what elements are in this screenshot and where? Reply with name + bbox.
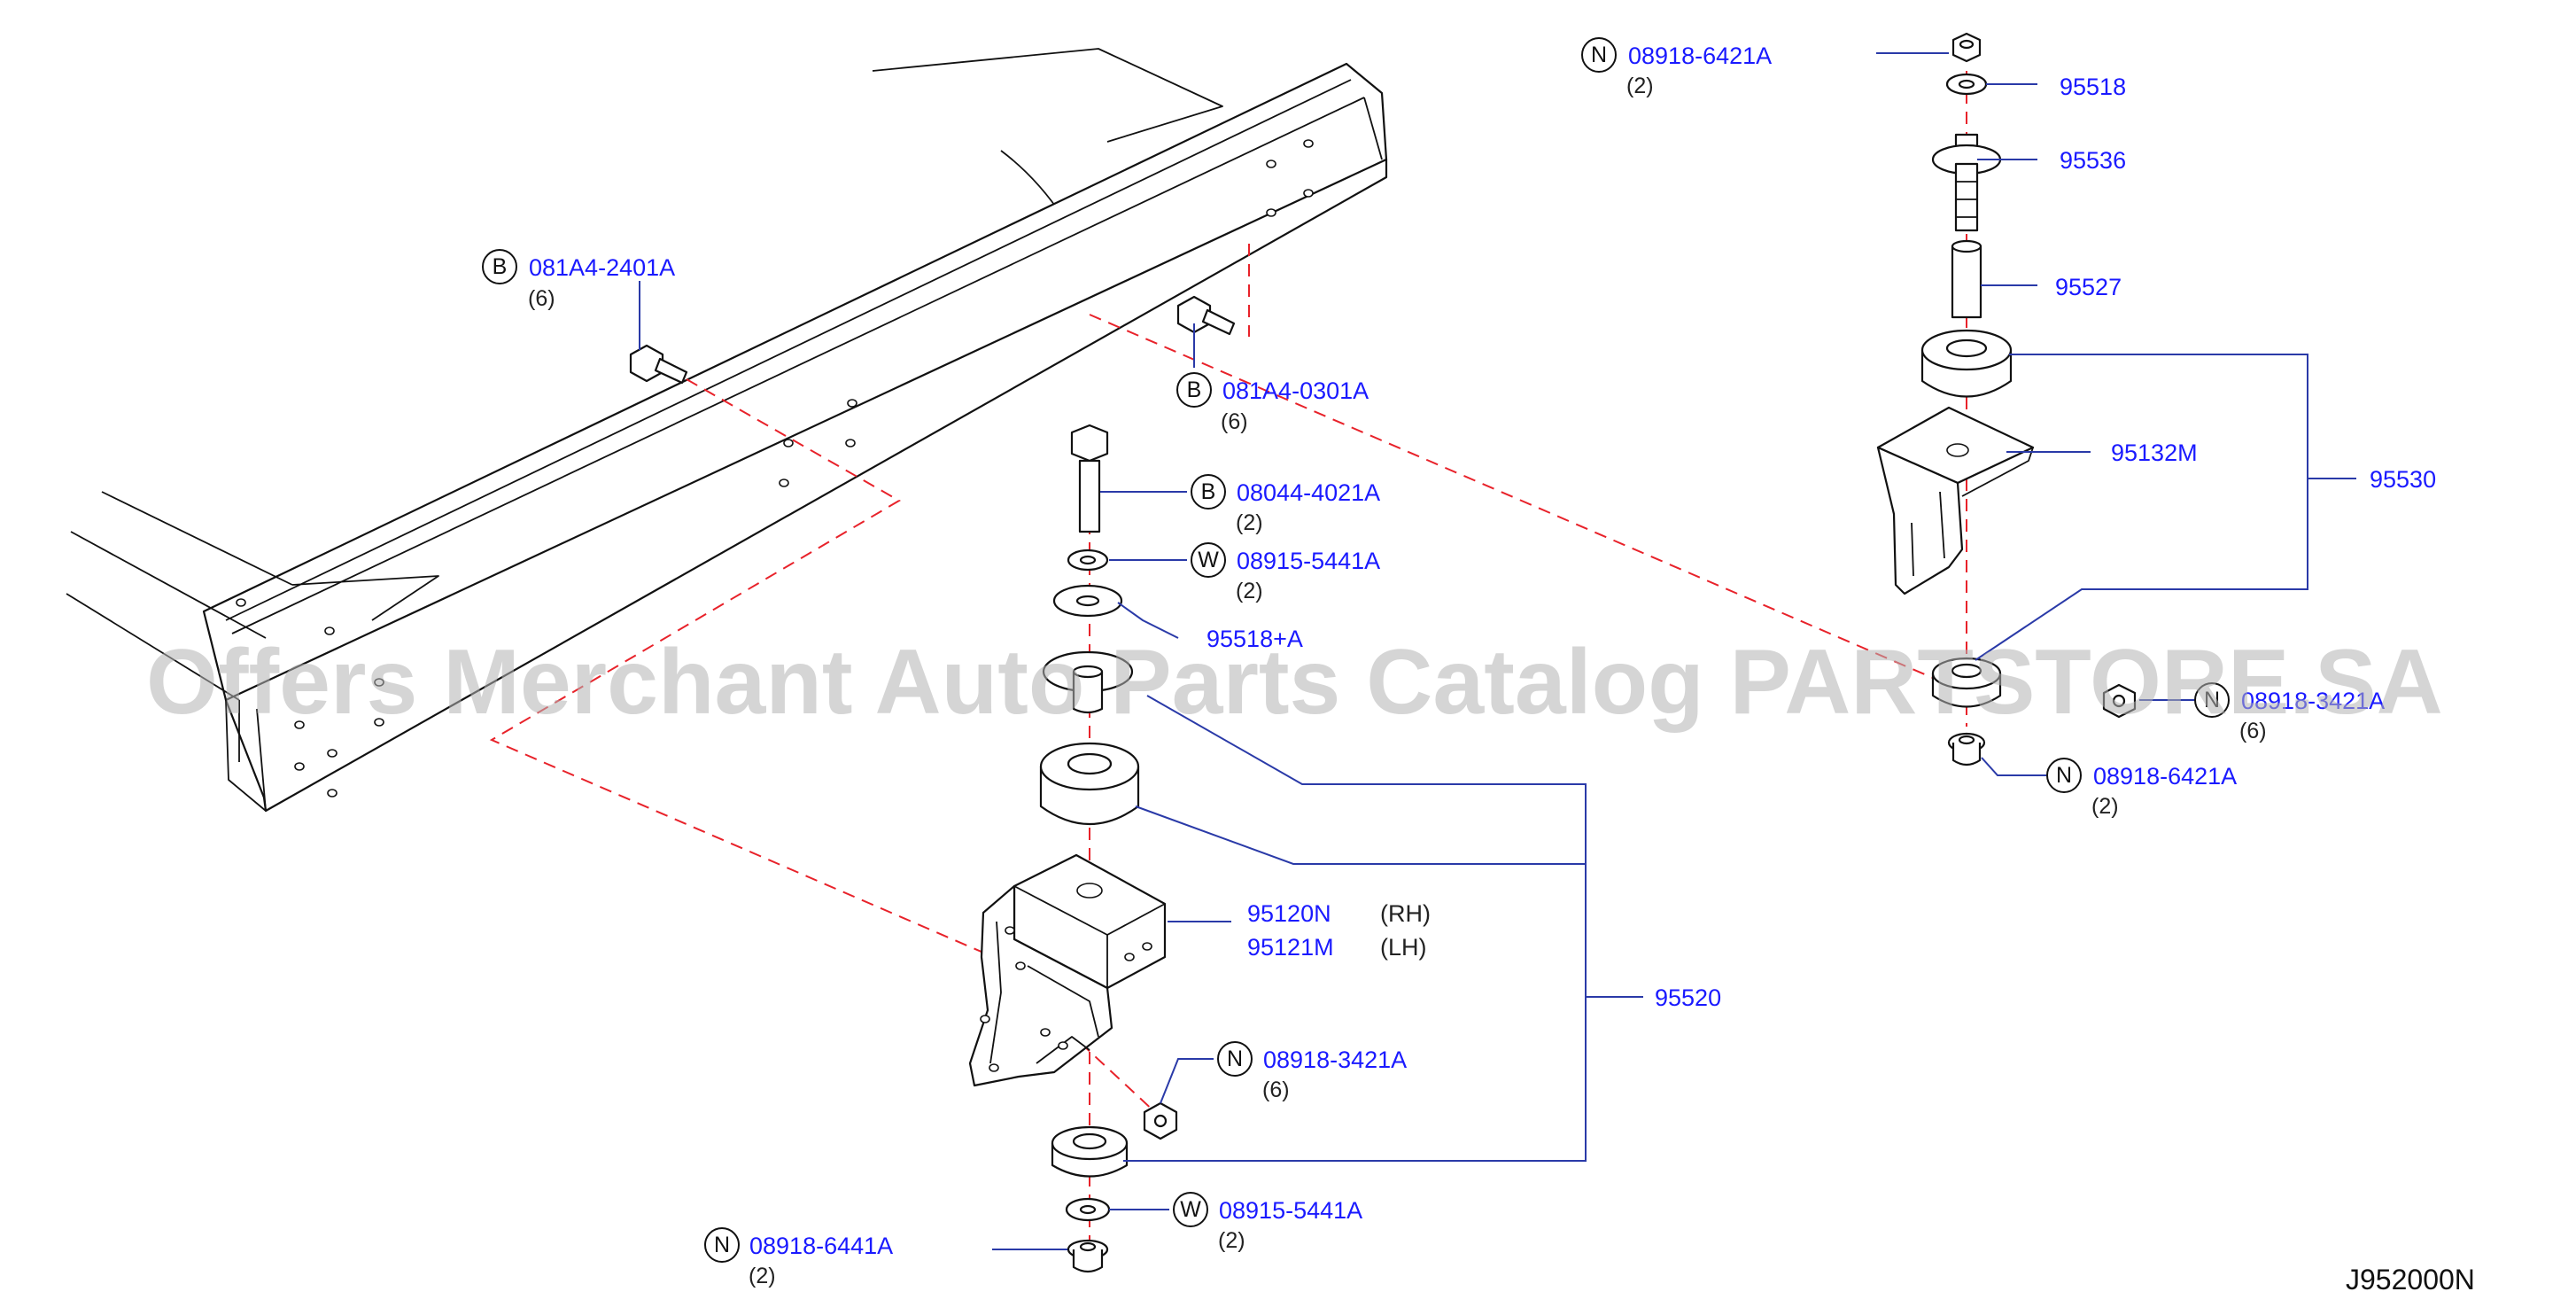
left-mount-parts bbox=[629, 295, 1236, 1273]
callout-symbol-circle bbox=[1217, 1041, 1253, 1077]
callout-95536[interactable]: 95536 bbox=[2060, 147, 2126, 174]
part-number[interactable]: 08044-4021A bbox=[1237, 479, 1380, 506]
quantity: (2) bbox=[1626, 74, 1654, 98]
callout-symbol-circle bbox=[1173, 1192, 1208, 1227]
quantity: (6) bbox=[528, 286, 555, 311]
callout-symbol: W bbox=[1180, 1197, 1201, 1222]
part-number-rh[interactable]: 95120N bbox=[1247, 900, 1331, 927]
callout-95518[interactable]: 95518 bbox=[2060, 74, 2126, 100]
callout-symbol-circle bbox=[482, 249, 517, 284]
lower-insulator-icon bbox=[1051, 1125, 1129, 1178]
quantity: (6) bbox=[1262, 1078, 1290, 1102]
part-number[interactable]: 081A4-0301A bbox=[1222, 377, 1369, 404]
quantity: (2) bbox=[1236, 579, 1263, 603]
flange-nut-icon bbox=[1067, 1239, 1109, 1273]
flange-nut-icon bbox=[1951, 32, 1982, 63]
callout-08918-6421a-bottom[interactable]: N 08918-6421A (2) bbox=[2046, 758, 2237, 819]
part-number[interactable]: 08918-3421A bbox=[1263, 1047, 1407, 1073]
washer-icon bbox=[1065, 1197, 1111, 1222]
callout-95527[interactable]: 95527 bbox=[2055, 274, 2122, 300]
callout-symbol: B bbox=[493, 254, 508, 279]
washer-icon bbox=[1945, 73, 1988, 96]
callout-symbol-circle bbox=[1191, 474, 1226, 510]
part-number[interactable]: 95518+A bbox=[1207, 626, 1303, 652]
callout-081a4-0301a[interactable]: B 081A4-0301A (6) bbox=[1176, 372, 1369, 434]
callout-symbol-circle bbox=[1176, 372, 1212, 408]
flange-nut-icon bbox=[2102, 683, 2137, 719]
callout-symbol: N bbox=[1591, 43, 1607, 67]
part-number-lh[interactable]: 95121M bbox=[1247, 934, 1334, 961]
callout-08044-4021a[interactable]: B 08044-4021A (2) bbox=[1191, 474, 1380, 535]
mount-bracket-icon bbox=[1876, 406, 2035, 595]
callout-95518a[interactable]: 95518+A bbox=[1207, 626, 1303, 652]
callout-symbol-circle bbox=[704, 1227, 740, 1263]
callout-symbol-circle bbox=[2046, 758, 2082, 793]
callout-08918-6421a-top[interactable]: N 08918-6421A (2) bbox=[1581, 37, 1772, 98]
part-number[interactable]: 95527 bbox=[2055, 274, 2122, 300]
part-number[interactable]: 95536 bbox=[2060, 147, 2126, 174]
part-number[interactable]: 95520 bbox=[1655, 984, 1721, 1011]
quantity: (2) bbox=[2091, 794, 2119, 819]
upper-insulator-icon bbox=[1039, 742, 1140, 826]
callout-08918-3421a-left[interactable]: N 08918-3421A (6) bbox=[1217, 1041, 1407, 1102]
callout-95530[interactable]: 95530 bbox=[2370, 466, 2436, 493]
part-number[interactable]: 08918-3421A bbox=[2241, 688, 2385, 714]
mount-bracket-icon bbox=[968, 853, 1167, 1087]
callout-symbol: N bbox=[714, 1233, 730, 1257]
part-number[interactable]: 08915-5441A bbox=[1237, 548, 1380, 574]
callout-symbol: B bbox=[1187, 377, 1202, 402]
part-number[interactable]: 08918-6441A bbox=[749, 1233, 893, 1259]
callout-08915-5441a-upper[interactable]: W 08915-5441A (2) bbox=[1191, 542, 1380, 603]
quantity: (6) bbox=[2239, 719, 2267, 743]
frame-rail bbox=[66, 48, 1388, 813]
part-number[interactable]: 95530 bbox=[2370, 466, 2436, 493]
callout-symbol: N bbox=[2204, 688, 2220, 712]
callout-symbol: N bbox=[1227, 1047, 1243, 1071]
callout-95132m[interactable]: 95132M bbox=[2111, 440, 2198, 466]
flange-nut-icon bbox=[1947, 732, 1986, 766]
part-number[interactable]: 081A4-2401A bbox=[529, 254, 675, 281]
callout-08918-6441a[interactable]: N 08918-6441A (2) bbox=[704, 1227, 893, 1288]
side-rh: (RH) bbox=[1380, 900, 1431, 927]
quantity: (2) bbox=[1236, 510, 1263, 535]
quantity: (6) bbox=[1221, 409, 1248, 434]
part-number[interactable]: 08918-6421A bbox=[2093, 763, 2237, 790]
large-washer-icon bbox=[1052, 584, 1123, 618]
callout-95120n-95121m[interactable]: 95120N (RH) 95121M (LH) bbox=[1247, 900, 1431, 961]
part-number[interactable]: 95132M bbox=[2111, 440, 2198, 466]
callout-08915-5441a-lower[interactable]: W 08915-5441A (2) bbox=[1173, 1192, 1362, 1253]
callout-symbol-circle bbox=[1191, 542, 1226, 578]
quantity: (2) bbox=[1218, 1228, 1245, 1253]
part-number[interactable]: 08915-5441A bbox=[1219, 1197, 1362, 1224]
diagram-reference: J952000N bbox=[2346, 1264, 2475, 1296]
callout-081a4-2401a[interactable]: B 081A4-2401A (6) bbox=[482, 249, 675, 311]
upper-insulator-icon bbox=[1920, 329, 2013, 398]
mount-bolt-icon bbox=[1070, 424, 1109, 533]
callout-symbol-circle bbox=[2194, 682, 2230, 718]
washer-icon bbox=[1067, 549, 1109, 572]
sleeve-icon bbox=[1951, 239, 1982, 319]
sleeve-washer-icon bbox=[1042, 650, 1134, 714]
flange-nut-icon bbox=[1143, 1101, 1178, 1140]
flange-bolt-icon bbox=[629, 344, 688, 385]
callout-95520[interactable]: 95520 bbox=[1655, 984, 1721, 1011]
lower-insulator-icon bbox=[1931, 657, 2002, 708]
right-mount-parts bbox=[1876, 32, 2137, 766]
flange-bolt-icon bbox=[1176, 295, 1236, 336]
quantity: (2) bbox=[749, 1264, 776, 1288]
part-number[interactable]: 08918-6421A bbox=[1628, 43, 1772, 69]
callout-symbol: N bbox=[2056, 763, 2072, 788]
callout-symbol: W bbox=[1198, 548, 1219, 572]
stud-washer-icon bbox=[1931, 133, 2002, 232]
leader-lines bbox=[639, 52, 2356, 1250]
callout-symbol: B bbox=[1201, 479, 1216, 504]
watermark: Offers Merchant Auto Parts Catalog PARTS… bbox=[146, 631, 2443, 734]
callout-08918-3421a-right[interactable]: N 08918-3421A (6) bbox=[2194, 682, 2385, 743]
part-number[interactable]: 95518 bbox=[2060, 74, 2126, 100]
side-lh: (LH) bbox=[1380, 934, 1427, 961]
callout-symbol-circle bbox=[1581, 37, 1617, 73]
